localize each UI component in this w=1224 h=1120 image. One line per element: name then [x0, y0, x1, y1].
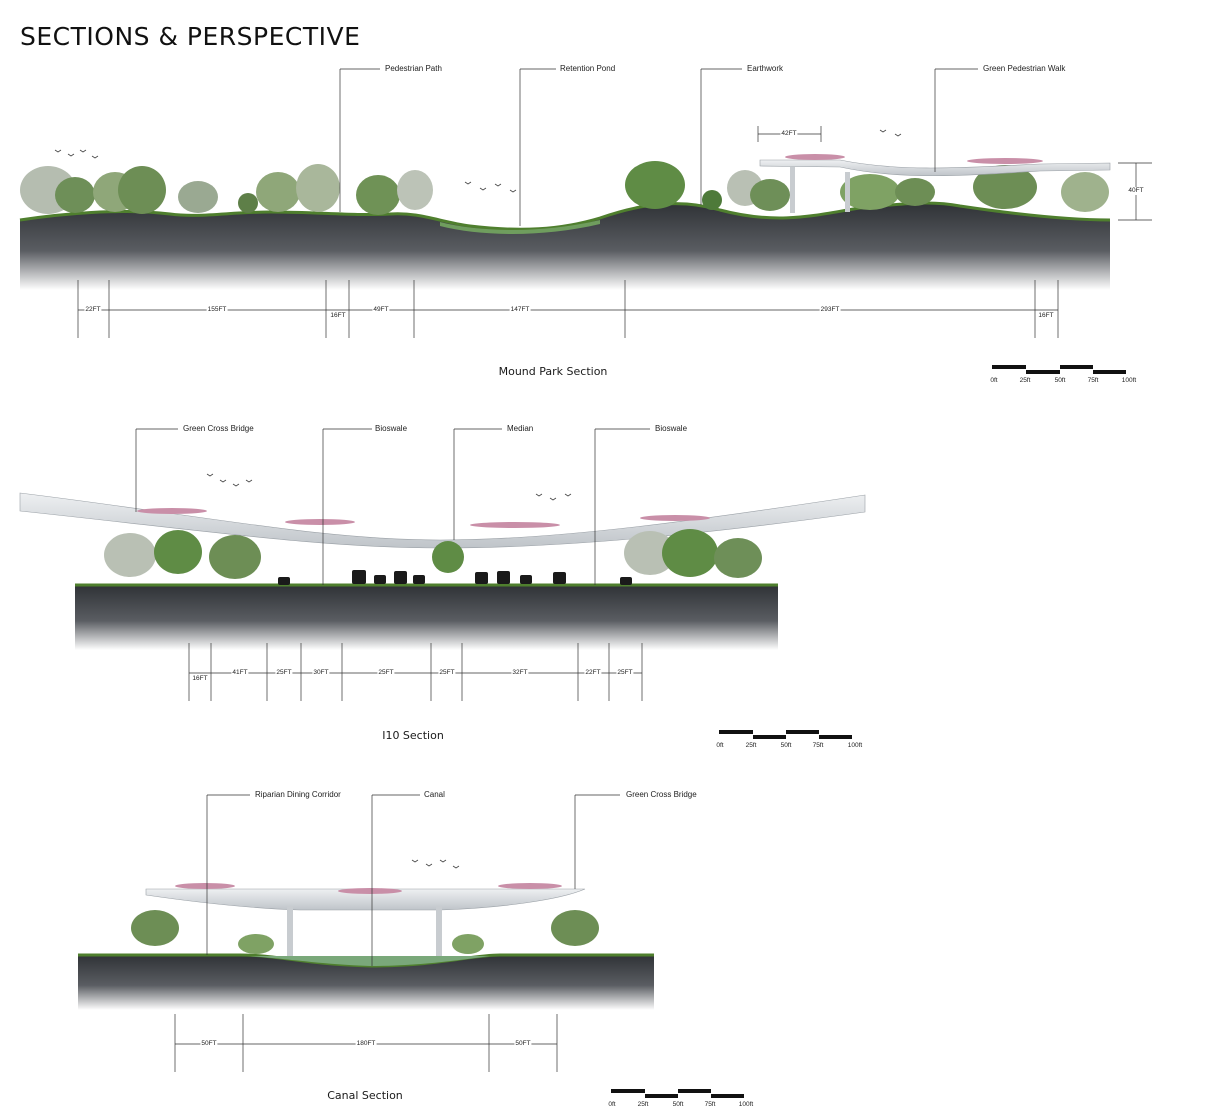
canal-soil [78, 955, 654, 1010]
dim-label: 16FT [329, 312, 347, 320]
dim-label: 50FT [514, 1040, 532, 1048]
canal-callout-lines [206, 794, 620, 966]
dim-label: 16FT [191, 675, 209, 683]
scale-label: 25ft [1019, 377, 1031, 384]
callout-bioswale: Bioswale [375, 424, 408, 433]
canal-scale-bar [611, 1089, 744, 1098]
scale-label: 100ft [738, 1101, 754, 1108]
canal-trees [131, 910, 599, 954]
callout-earthwork: Earthwork [747, 64, 784, 73]
mound-park-soil [20, 202, 1110, 290]
scale-label: 0ft [608, 1101, 616, 1108]
dim-label: 41FT [231, 669, 249, 677]
canal-birds [411, 859, 460, 869]
scale-label: 25ft [637, 1101, 649, 1108]
scale-label: 75ft [812, 742, 824, 749]
i10-section-art [19, 428, 866, 739]
dim-label: 22FT [584, 669, 602, 677]
mound-park-trees-left [20, 164, 433, 215]
mound-park-section-art [19, 68, 1152, 374]
callout-green-cross-bridge: Green Cross Bridge [626, 790, 697, 799]
dim-label: 32FT [511, 669, 529, 677]
section-title-i10: I10 Section [382, 729, 444, 742]
dim-label: 25FT [275, 669, 293, 677]
i10-trees [104, 529, 762, 579]
dim-label: 42FT [780, 130, 798, 138]
mound-park-dimension-lines [77, 280, 1059, 338]
dim-label: 25FT [438, 669, 456, 677]
callout-retention-pond: Retention Pond [560, 64, 616, 73]
canal-bridge-deck [145, 888, 586, 911]
i10-callout-lines [135, 428, 650, 585]
green-pedestrian-walk-deck [759, 159, 1111, 177]
dim-label: 155FT [206, 306, 228, 314]
callout-green-cross-bridge: Green Cross Bridge [183, 424, 254, 433]
scale-label: 100ft [847, 742, 863, 749]
dim-label: 25FT [377, 669, 395, 677]
callout-green-pedestrian-walk: Green Pedestrian Walk [983, 64, 1066, 73]
i10-scale-bar [719, 730, 852, 739]
dim-label: 25FT [616, 669, 634, 677]
callout-pedestrian-path: Pedestrian Path [385, 64, 442, 73]
i10-soil [75, 585, 778, 650]
dim-label: 30FT [312, 669, 330, 677]
dim-label: 50FT [200, 1040, 218, 1048]
dim-label-height: 40FT [1127, 187, 1145, 195]
callout-bioswale: Bioswale [655, 424, 688, 433]
section-title-mound-park: Mound Park Section [498, 365, 608, 378]
section-title-canal: Canal Section [327, 1089, 403, 1102]
scale-label: 75ft [1087, 377, 1099, 384]
scale-label: 75ft [704, 1101, 716, 1108]
dim-label: 180FT [355, 1040, 377, 1048]
dim-label: 49FT [372, 306, 390, 314]
scale-label: 50ft [672, 1101, 684, 1108]
canal-water [250, 956, 490, 966]
i10-vehicles [278, 570, 632, 585]
dim-label: 147FT [509, 306, 531, 314]
scale-label: 25ft [745, 742, 757, 749]
mound-park-scale-bar [992, 365, 1126, 374]
dim-label: 293FT [819, 306, 841, 314]
callout-canal: Canal [424, 790, 445, 799]
i10-birds [206, 473, 572, 501]
dim-label: 22FT [84, 306, 102, 314]
dim-label: 16FT [1037, 312, 1055, 320]
scale-label: 100ft [1121, 377, 1137, 384]
scale-label: 0ft [990, 377, 998, 384]
scale-label: 50ft [1054, 377, 1066, 384]
callout-median: Median [507, 424, 534, 433]
scale-label: 0ft [716, 742, 724, 749]
mound-park-callout-lines [339, 68, 978, 226]
retention-pond [440, 220, 600, 234]
i10-dimension-lines [188, 643, 643, 701]
mound-park-birds [54, 129, 902, 193]
page-title: SECTIONS & PERSPECTIVE [20, 22, 361, 51]
mound-park-trees-right [625, 161, 1109, 212]
scale-label: 50ft [780, 742, 792, 749]
callout-riparian-dining-corridor: Riparian Dining Corridor [255, 790, 341, 799]
canal-section-art [78, 794, 744, 1098]
